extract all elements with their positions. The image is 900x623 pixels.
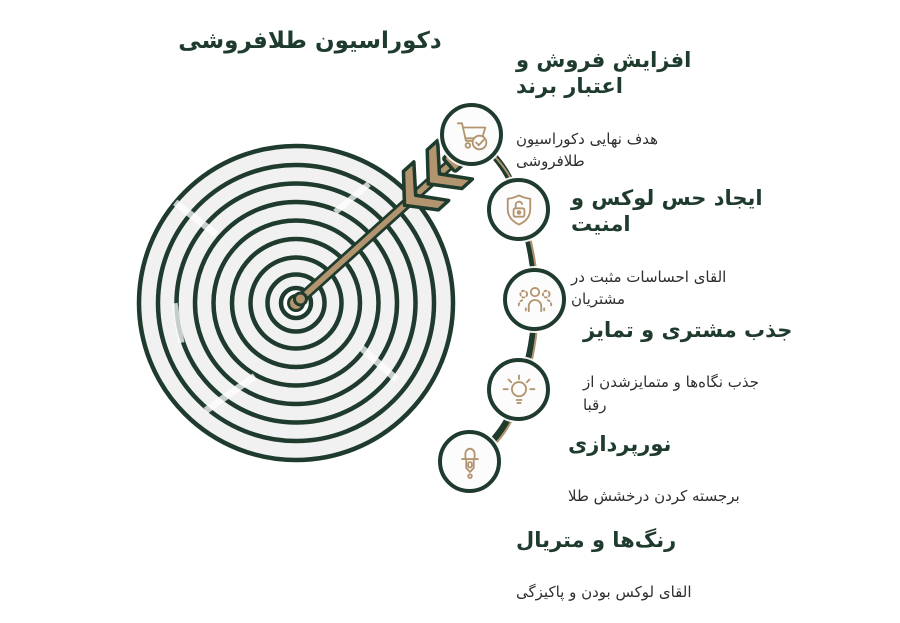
item-5-description: القای لوکس بودن و پاکیزگی	[516, 583, 692, 602]
item-4: نورپردازی برجسته کردن درخشش طلا	[568, 412, 798, 527]
customers-icon	[517, 286, 552, 312]
timeline-node-2	[487, 178, 550, 241]
arrow-tip	[292, 291, 308, 307]
timeline-node-3	[503, 268, 566, 331]
lightbulb-icon	[502, 374, 535, 404]
cart-check-icon	[456, 121, 487, 150]
item-3-description: جذب نگاه‌ها و متمایزشدن از رقبا	[583, 373, 760, 414]
item-5-heading: رنگ‌ها و متریال	[516, 528, 677, 552]
dart-target-with-arrow	[136, 132, 540, 466]
timeline-node-4	[487, 358, 550, 421]
page-title: دکوراسیون طلافروشی	[178, 28, 442, 54]
arrow	[292, 138, 475, 307]
item-3-heading: جذب مشتری و تمایز	[583, 318, 793, 342]
timeline-node-1	[440, 103, 503, 166]
item-2-heading: ایجاد حس لوکس و امنیت	[571, 186, 763, 237]
timeline-node-5	[438, 430, 501, 493]
item-2: ایجاد حس لوکس و امنیت القای احساسات مثبت…	[571, 166, 811, 330]
item-1-description: هدف نهایی دکوراسیون طلافروشی	[516, 129, 659, 171]
item-3: جذب مشتری و تمایز جذب نگاه‌ها و متمایزشد…	[583, 298, 813, 435]
item-5: رنگ‌ها و متریال القای لوکس بودن و پاکیزگ…	[516, 508, 756, 623]
item-4-heading: نورپردازی	[568, 432, 672, 456]
infographic-canvas: دکوراسیون طلافروشی	[136, 28, 813, 601]
sketch-streaks	[171, 181, 399, 414]
shield-lock-icon	[506, 194, 531, 225]
item-4-description: برجسته کردن درخشش طلا	[568, 487, 740, 506]
arrow-fletching	[401, 138, 475, 212]
item-2-description: القای احساسات مثبت در مشتریان	[571, 267, 727, 309]
pendant-lamp-icon	[460, 447, 479, 479]
item-1: افزایش فروش و اعتبار برند هدف نهایی دکور…	[516, 28, 746, 192]
item-1-heading: افزایش فروش و اعتبار برند	[516, 48, 692, 99]
